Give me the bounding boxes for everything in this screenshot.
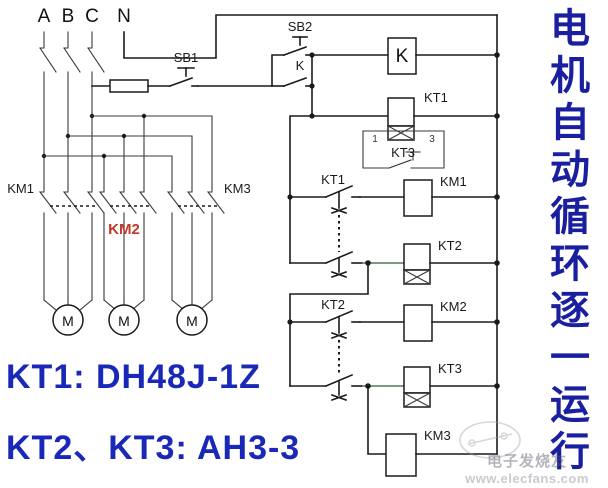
km3-power-label: KM3 [224,181,251,196]
fuse-symbol [109,79,149,93]
rung1-left-feed [289,115,313,198]
phase-label-c: C [85,6,99,27]
power-contactor-km3: KM3 [166,181,251,301]
contact-kt1-no [289,250,363,279]
timer-cross-kt2 [403,269,431,285]
title-char: 一 [550,335,590,381]
title-char: 环 [550,241,590,287]
contact-kt2-nc: KT2 [289,297,361,340]
stop-button-sb1[interactable]: SB1 [168,50,199,88]
motor-label: M [186,313,198,329]
contactor-coil-km1 [403,179,433,217]
kt3-contact-label: KT3 [391,145,415,160]
neutral-bus-wire [123,14,498,59]
km1-power-label: KM1 [7,181,34,196]
sb2-label: SB2 [288,19,313,34]
title-char: 动 [550,147,590,193]
k-holding-contact-label: K [296,58,305,73]
power-contactor-km1: KM1 [7,181,105,301]
phase-label-a: A [38,6,51,27]
timer-coil-kt2 [403,243,431,271]
rung3-left-feed [289,262,369,323]
main-isolator-switch [39,31,105,189]
title-char: 机 [550,53,590,99]
contactor-coil-km2 [403,304,433,342]
km1-coil-label: KM1 [440,174,467,189]
vertical-title: 电 机 自 动 循 环 逐 一 运 行 [540,6,600,476]
start-button-sb2[interactable]: SB2 [282,19,313,57]
sb1-label: SB1 [174,50,199,65]
kt2-nc-label: KT2 [321,297,345,312]
timer-cross-kt3 [403,392,431,408]
kt2-coil-label: KT2 [438,238,462,253]
motor-label: M [118,313,130,329]
title-char: 电 [550,6,590,52]
junction-dot [309,83,315,89]
title-char: 自 [550,100,590,146]
neutral-label-n: N [117,6,131,27]
title-char: 运 [550,382,590,428]
title-char: 循 [550,194,590,240]
contact-kt1-nc: KT1 [289,172,361,215]
timer-coil-kt1 [387,97,415,127]
motor-1: M [43,299,93,336]
km2-power-label: KM2 [108,221,140,238]
rung5-left-feed [367,385,387,455]
contactor-coil-km3 [385,433,417,477]
timer-cross-kt1 [387,125,415,141]
timer-coil-kt3 [403,366,431,394]
watermark-logo-icon [459,421,521,459]
phase-label-b: B [62,6,75,27]
note-kt2-kt3-model: KT2、KT3: AH3-3 [6,429,301,467]
power-branch-wires [41,113,213,189]
contact-kt2-no [289,373,363,402]
kt3-contact-loop: 1 3 KT3 [362,130,445,169]
relay-coil-k [387,37,417,75]
power-contactor-km2: KM2 [98,187,157,301]
motor-3: M [171,299,213,336]
sb2-feed-wire [271,54,285,87]
motor-label: M [62,313,74,329]
kt3-coil-label: KT3 [438,361,462,376]
km3-coil-label: KM3 [424,428,451,443]
title-char: 逐 [550,288,590,334]
motor-2: M [103,299,145,336]
kt1-terminal-3-label: 3 [429,134,435,145]
km2-coil-label: KM2 [440,299,467,314]
title-char: 行 [550,429,590,475]
holding-contact-k: K [271,58,313,88]
kt1-terminal-1-label: 1 [372,134,378,145]
note-kt1-model: KT1: DH48J-1Z [6,358,261,396]
k-coil-label: K [396,46,409,67]
kt1-coil-label: KT1 [424,90,448,105]
kt1-nc-label: KT1 [321,172,345,187]
